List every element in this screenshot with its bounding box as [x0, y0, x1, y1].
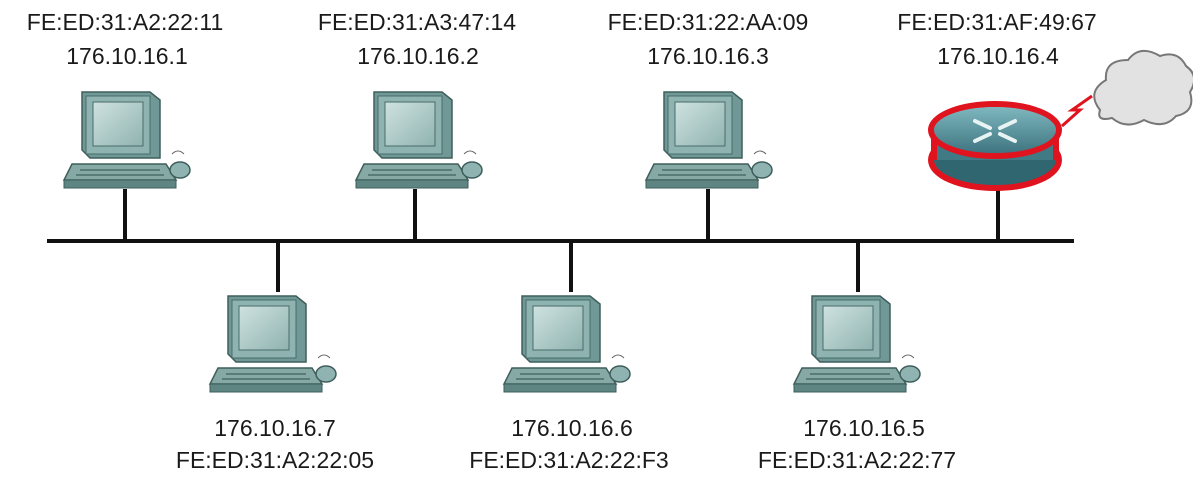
desktop-computer-icon: [645, 91, 773, 189]
pc6-ip-label: 176.10.16.6: [511, 415, 633, 441]
pc2-ip-label: 176.10.16.2: [357, 43, 479, 69]
pc2-mac-label: FE:ED:31:A3:47:14: [317, 9, 517, 35]
pc1-ip-label: 176.10.16.1: [66, 43, 188, 69]
router-icon: [928, 101, 1062, 191]
pc7-mac-label: FE:ED:31:A2:22:05: [175, 447, 375, 473]
router-ip-label: 176.10.16.4: [937, 43, 1059, 69]
desktop-computer-icon: [63, 91, 191, 189]
router-mac-label: FE:ED:31:AF:49:67: [897, 9, 1097, 35]
pc5-ip-label: 176.10.16.5: [803, 415, 925, 441]
pc5-mac-label: FE:ED:31:A2:22:77: [757, 447, 957, 473]
desktop-computer-icon: [503, 295, 631, 393]
pc3-mac-label: FE:ED:31:22:AA:09: [607, 9, 809, 35]
pc3-ip-label: 176.10.16.3: [647, 43, 769, 69]
desktop-computer-icon: [793, 295, 921, 393]
cloud-icon: [1093, 49, 1193, 126]
pc1-mac-label: FE:ED:31:A2:22:11: [26, 9, 224, 35]
pc7-ip-label: 176.10.16.7: [214, 415, 336, 441]
serial-link-icon: [1061, 94, 1093, 128]
desktop-computer-icon: [209, 295, 337, 393]
pc6-mac-label: FE:ED:31:A2:22:F3: [469, 447, 669, 473]
desktop-computer-icon: [355, 91, 483, 189]
